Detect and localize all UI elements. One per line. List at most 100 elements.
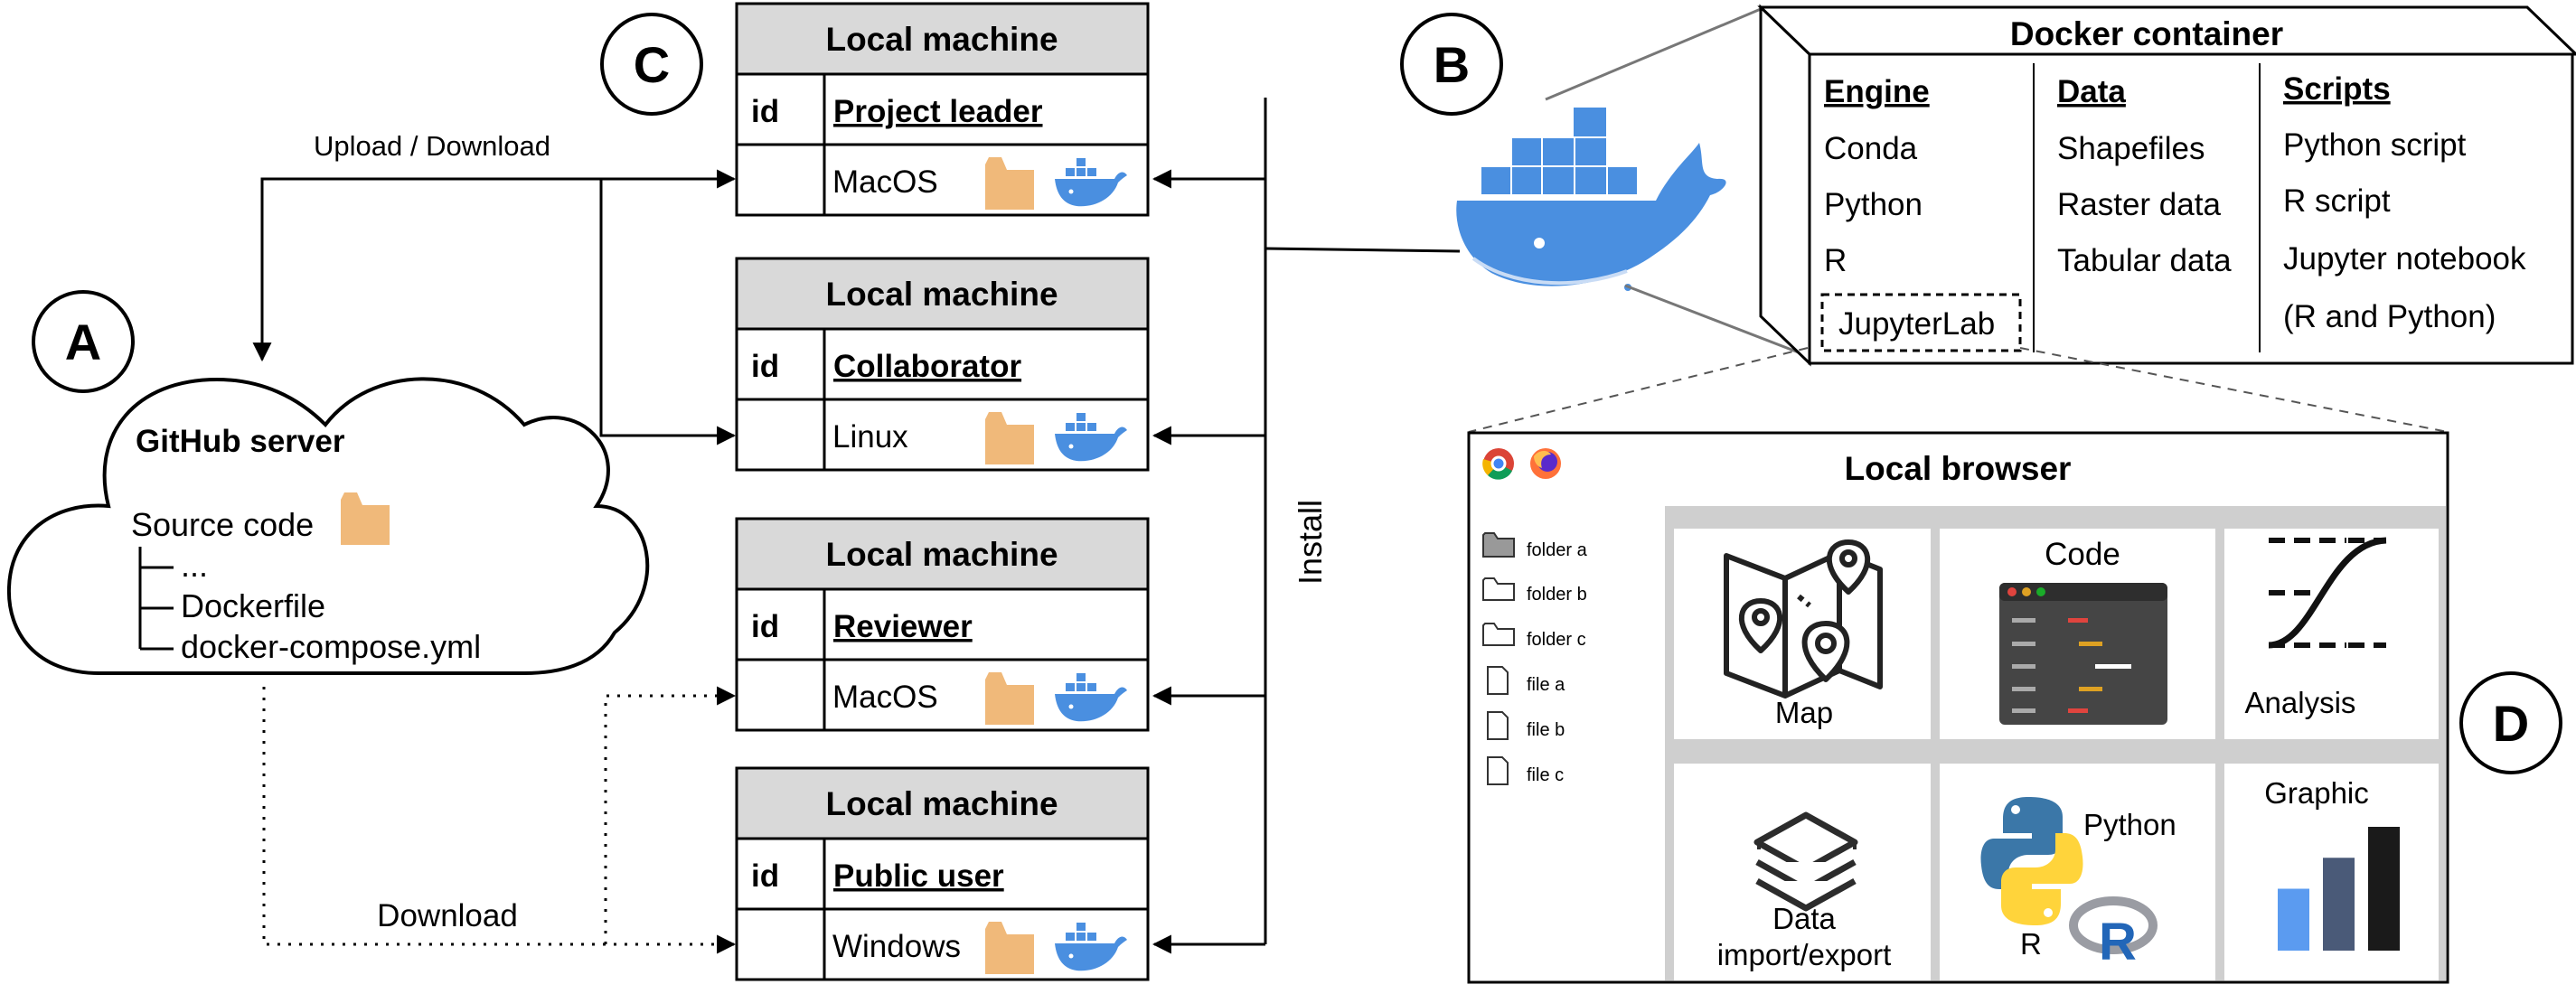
machine-id-label: id bbox=[751, 609, 779, 644]
github-server-title: GitHub server bbox=[136, 424, 345, 459]
data-item: Tabular data bbox=[2057, 243, 2232, 278]
machine-header: Local machine bbox=[825, 276, 1058, 313]
arrow-to-github bbox=[252, 177, 601, 362]
folder-item[interactable]: folder b bbox=[1482, 577, 1587, 605]
tile-label-data-line2: import/export bbox=[1717, 938, 1892, 971]
scripts-item: Python script bbox=[2283, 127, 2467, 163]
file-item[interactable]: file b bbox=[1487, 711, 1565, 740]
scripts-item: R script bbox=[2283, 183, 2391, 219]
tile-label-data-line1: Data bbox=[1772, 902, 1836, 935]
label-d-badge: D bbox=[2459, 671, 2562, 774]
local-machine-reviewer: Local machine id Reviewer MacOS bbox=[735, 517, 1150, 732]
column-header-scripts: Scripts bbox=[2283, 71, 2391, 107]
file-tree-label: folder c bbox=[1527, 630, 1586, 650]
local-machine-collaborator: Local machine id Collaborator Linux bbox=[735, 257, 1150, 472]
tile-label-python: Python bbox=[2083, 808, 2176, 841]
machine-header: Local machine bbox=[825, 785, 1058, 822]
file-item[interactable]: file a bbox=[1487, 666, 1565, 695]
graphic-bar bbox=[2278, 888, 2309, 951]
file-tree: folder a folder b folder c file a file b… bbox=[1482, 532, 1588, 785]
analysis-curve-icon bbox=[2268, 537, 2387, 649]
label-c: C bbox=[634, 36, 670, 93]
arrow-to-collaborator bbox=[599, 179, 737, 445]
tile-label-map: Map bbox=[1775, 696, 1833, 729]
label-a-badge: A bbox=[32, 290, 135, 393]
docker-container-box: Docker container Engine Conda Python R J… bbox=[1545, 4, 2576, 367]
install-label: Install bbox=[1292, 500, 1329, 585]
container-title: Docker container bbox=[2010, 15, 2283, 52]
label-c-badge: C bbox=[600, 13, 703, 116]
layers-icon bbox=[1753, 811, 1858, 912]
label-d: D bbox=[2493, 695, 2529, 752]
engine-item: Python bbox=[1824, 187, 1923, 222]
local-machine-public-user: Local machine id Public user Windows bbox=[735, 766, 1150, 981]
scripts-item: (R and Python) bbox=[2283, 299, 2496, 334]
engine-item: Conda bbox=[1824, 131, 1918, 166]
column-header-data: Data bbox=[2057, 74, 2126, 109]
machine-os: MacOS bbox=[832, 680, 938, 715]
r-logo-icon: R bbox=[2069, 896, 2158, 971]
browser-title: Local browser bbox=[1845, 450, 2072, 487]
tree-item-dockerfile: Dockerfile bbox=[181, 587, 325, 624]
machine-id-label: id bbox=[751, 858, 779, 894]
data-item: Shapefiles bbox=[2057, 131, 2205, 166]
tree-item-ellipsis: ... bbox=[181, 547, 208, 584]
machine-role: Reviewer bbox=[833, 609, 973, 644]
tile-label-analysis: Analysis bbox=[2245, 686, 2356, 719]
zoom-line-left bbox=[1468, 347, 1809, 433]
machine-role: Project leader bbox=[833, 94, 1043, 129]
tile-label-r: R bbox=[2020, 927, 2042, 961]
machine-header: Local machine bbox=[825, 21, 1058, 58]
local-machine-project-leader: Local machine id Project leader MacOS bbox=[735, 2, 1150, 217]
code-editor-icon bbox=[1999, 583, 2167, 725]
machine-header: Local machine bbox=[825, 536, 1058, 573]
folder-item[interactable]: folder c bbox=[1482, 623, 1586, 650]
machine-os: Linux bbox=[832, 419, 908, 455]
engine-item-jupyterlab: JupyterLab bbox=[1838, 306, 1995, 342]
machine-os: Windows bbox=[832, 929, 961, 964]
tile-label-code: Code bbox=[2045, 537, 2120, 572]
label-a: A bbox=[65, 314, 101, 370]
download-to-reviewer bbox=[604, 686, 737, 944]
docker-whale-icon bbox=[1456, 106, 1726, 291]
firefox-icon bbox=[1530, 448, 1561, 479]
tile-analysis[interactable] bbox=[2224, 529, 2439, 739]
graphic-bar-chart-icon bbox=[2278, 827, 2400, 951]
machine-id-label: id bbox=[751, 349, 779, 384]
upload-download-label: Upload / Download bbox=[314, 130, 550, 162]
folder-item[interactable]: folder a bbox=[1482, 532, 1588, 560]
install-from-docker bbox=[1264, 247, 1461, 253]
zoom-line-right bbox=[2019, 347, 2449, 433]
label-b-badge: B bbox=[1400, 13, 1503, 116]
tile-map[interactable] bbox=[1674, 529, 1931, 739]
machine-os: MacOS bbox=[832, 164, 938, 200]
connectors bbox=[252, 98, 1461, 954]
machine-id-label: id bbox=[751, 94, 779, 129]
github-server-cloud: GitHub server Source code ... Dockerfile… bbox=[6, 377, 650, 675]
machine-role: Collaborator bbox=[833, 349, 1021, 384]
column-header-engine: Engine bbox=[1824, 74, 1930, 109]
chrome-icon bbox=[1482, 448, 1514, 480]
local-browser-window: Local browser folder a folder b folder c… bbox=[1467, 431, 2449, 984]
graphic-bar bbox=[2368, 827, 2400, 951]
graphic-bar bbox=[2323, 858, 2355, 951]
data-item: Raster data bbox=[2057, 187, 2221, 222]
source-code-label: Source code bbox=[131, 506, 314, 543]
tile-label-graphic: Graphic bbox=[2264, 776, 2369, 810]
file-tree-label: folder b bbox=[1527, 585, 1587, 605]
file-item[interactable]: file c bbox=[1487, 756, 1564, 785]
label-b: B bbox=[1434, 36, 1470, 93]
python-logo-icon bbox=[1980, 797, 2083, 925]
svg-text:R: R bbox=[2099, 913, 2137, 971]
tree-item-compose: docker-compose.yml bbox=[181, 628, 481, 665]
scripts-item: Jupyter notebook bbox=[2283, 241, 2526, 277]
file-tree-label: file c bbox=[1527, 765, 1564, 785]
machine-role: Public user bbox=[833, 858, 1004, 894]
download-label: Download bbox=[377, 898, 518, 933]
file-tree-label: file a bbox=[1527, 675, 1565, 695]
file-tree-label: file b bbox=[1527, 720, 1565, 740]
engine-item: R bbox=[1824, 243, 1847, 278]
map-icon bbox=[1724, 539, 1883, 699]
file-tree-label: folder a bbox=[1527, 540, 1588, 560]
